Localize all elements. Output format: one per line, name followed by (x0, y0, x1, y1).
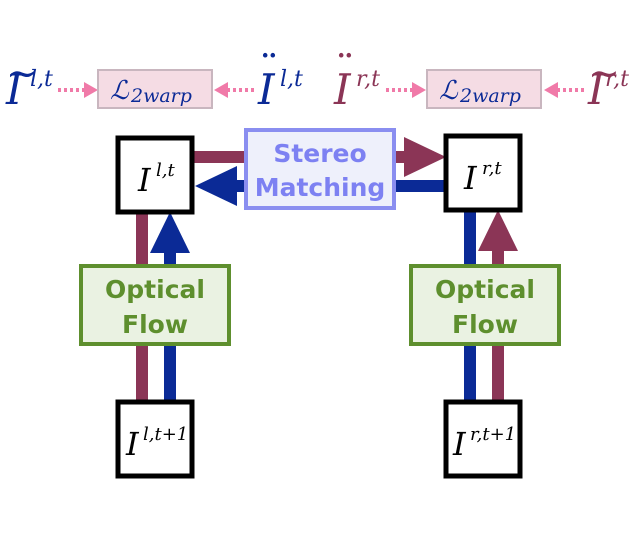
node-right-t-base: I (463, 159, 478, 197)
node-right-t-frame (443, 133, 523, 213)
left-target-arrowhead (214, 82, 228, 98)
stereo-maroon-arrowhead (404, 137, 446, 177)
left-loss-sub: 2warp (130, 85, 192, 107)
right-flow-maroon-arrowhead (478, 210, 518, 251)
left-warp-input-base: I (5, 65, 24, 114)
optical-flow-left-line1: Optical (105, 275, 205, 304)
optical-flow-box-right: Optical Flow (409, 264, 561, 346)
right-target-arrowhead (412, 82, 426, 98)
node-right-t1: I r,t+1 (443, 399, 523, 479)
node-right-t: I r,t (443, 133, 523, 213)
left-warp-input-sup: l,t (30, 67, 53, 92)
node-right-t1-frame (443, 399, 523, 479)
node-right-t1-base: I (452, 425, 467, 463)
node-left-t1-frame (115, 399, 195, 479)
stereo-matching-line2: Matching (255, 173, 386, 202)
right-warp-target-base: I (333, 65, 352, 114)
right-warp-input-symbol: I ~ r,t (587, 51, 629, 114)
left-input-arrowhead (84, 82, 98, 98)
node-left-t-base: I (137, 161, 152, 199)
right-warp-input-base: I (587, 65, 606, 114)
node-left-t1: I l,t+1 (115, 399, 195, 479)
left-flow-navy-arrowhead (150, 212, 190, 253)
node-left-t: I l,t (115, 135, 195, 215)
optical-flow-left-frame (79, 264, 231, 346)
stereo-matching-box: Stereo Matching (244, 128, 396, 210)
node-left-t1-sup: l,t+1 (143, 424, 188, 445)
left-warp-input-symbol: I ~ l,t (5, 51, 53, 114)
stereo-navy-arrowhead (195, 166, 237, 206)
optical-flow-right-line2: Flow (452, 310, 518, 339)
left-warp-target-accent: ¨ (259, 48, 279, 94)
stereo-matching-line1: Stereo (273, 139, 366, 168)
top-row-right: I ¨ r,t ℒ 2warp I ~ r,t (333, 48, 629, 114)
right-loss-box (426, 69, 542, 109)
left-loss-base: ℒ (110, 76, 130, 106)
left-warp-target-sup: l,t (280, 67, 303, 92)
left-loss-box (97, 69, 213, 109)
node-right-t-sup: r,t (482, 158, 502, 179)
left-warp-input-accent: ~ (6, 51, 38, 95)
right-warp-input-accent: ~ (588, 51, 620, 95)
left-warp-target-base: I (257, 65, 276, 114)
top-row-left: I ~ l,t ℒ 2warp I ¨ l,t (5, 48, 303, 114)
node-left-t-sup: l,t (156, 160, 175, 181)
stereo-matching-box-frame (244, 128, 396, 210)
left-warp-target-symbol: I ¨ l,t (257, 48, 303, 114)
node-left-t-frame (115, 135, 195, 215)
right-loss-sub: 2warp (459, 85, 521, 107)
right-warp-target-symbol: I ¨ r,t (333, 48, 380, 114)
optical-flow-box-left: Optical Flow (79, 264, 231, 346)
right-warp-input-sup: r,t (605, 67, 629, 92)
node-right-t1-sup: r,t+1 (470, 424, 516, 445)
optical-flow-right-line1: Optical (435, 275, 535, 304)
right-loss-base: ℒ (439, 76, 459, 106)
node-left-t1-base: I (125, 425, 140, 463)
right-warp-target-sup: r,t (356, 67, 380, 92)
right-warp-target-accent: ¨ (335, 48, 355, 94)
optical-flow-left-line2: Flow (122, 310, 188, 339)
optical-flow-right-frame (409, 264, 561, 346)
right-input-arrowhead (544, 82, 558, 98)
